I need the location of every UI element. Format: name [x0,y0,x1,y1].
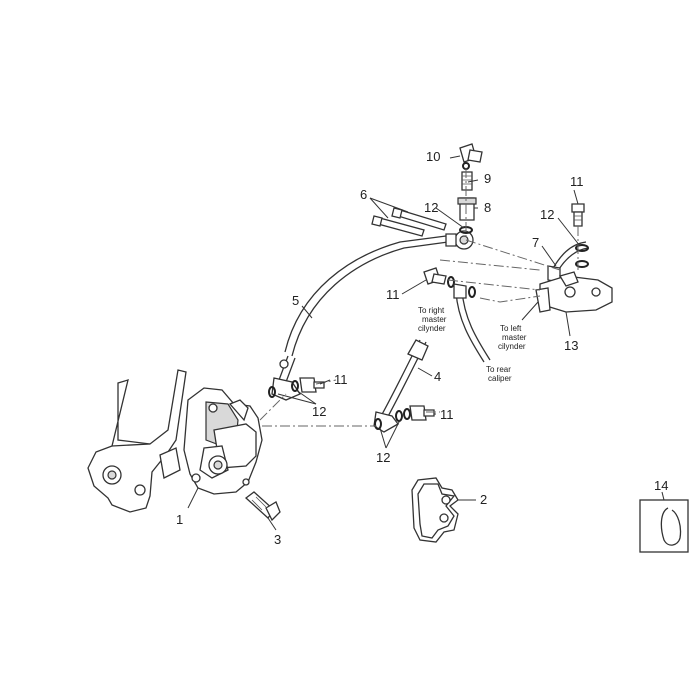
callout-12-lower: 12 [376,450,390,465]
brake-pad-set [411,477,459,543]
union-bolt-middle [423,267,476,298]
bleeder-valve-assembly [457,143,483,234]
hardware-kit-box [639,499,689,553]
callout-4: 4 [434,369,441,384]
callout-14: 14 [654,478,668,493]
note-rear-caliper-line1: To rear [486,365,511,374]
callout-1: 1 [176,512,183,527]
caliper-screw [244,491,281,522]
callout-11-lower: 11 [440,407,454,422]
master-cylinder-union [547,241,589,283]
union-bolt-lower [374,405,435,430]
callout-12-right: 12 [540,207,554,222]
callout-6: 6 [360,187,367,202]
callout-12-top: 12 [424,200,438,215]
union-bolt-caliper [268,377,325,398]
union-bolt-right [571,203,585,227]
fixing-screws-6 [371,207,447,237]
callout-8: 8 [484,200,491,215]
callout-2: 2 [480,492,487,507]
callout-10: 10 [426,149,440,164]
callout-11-caliper: 11 [334,372,348,387]
note-left-master-line1: To left [500,324,522,333]
callout-7: 7 [532,235,539,250]
callout-12-caliper: 12 [312,404,326,419]
note-left-master-line2: master [502,333,527,342]
fork-leg [87,369,187,513]
brake-distribution-block [535,271,613,313]
callout-5: 5 [292,293,299,308]
note-right-master-line3: cilynder [418,324,446,333]
destination-notes: To right master cilynder To left master … [418,306,527,383]
note-left-master-line3: cilynder [498,342,526,351]
callout-9: 9 [484,171,491,186]
callout-11-top: 11 [570,174,584,189]
brake-caliper [183,387,263,495]
banjo-union [445,230,474,250]
callout-13: 13 [564,338,578,353]
callout-numbers: 1 2 3 4 5 6 7 8 9 10 11 11 11 11 12 12 1… [176,149,668,547]
callout-3: 3 [274,532,281,547]
note-right-master-line1: To right [418,306,445,315]
callout-11-middle: 11 [386,287,400,302]
note-right-master-line2: master [422,315,447,324]
note-rear-caliper-line2: caliper [488,374,512,383]
assembly-center-lines [259,168,579,427]
rear-caliper-hose [453,283,491,363]
callout-leaders [187,155,665,531]
